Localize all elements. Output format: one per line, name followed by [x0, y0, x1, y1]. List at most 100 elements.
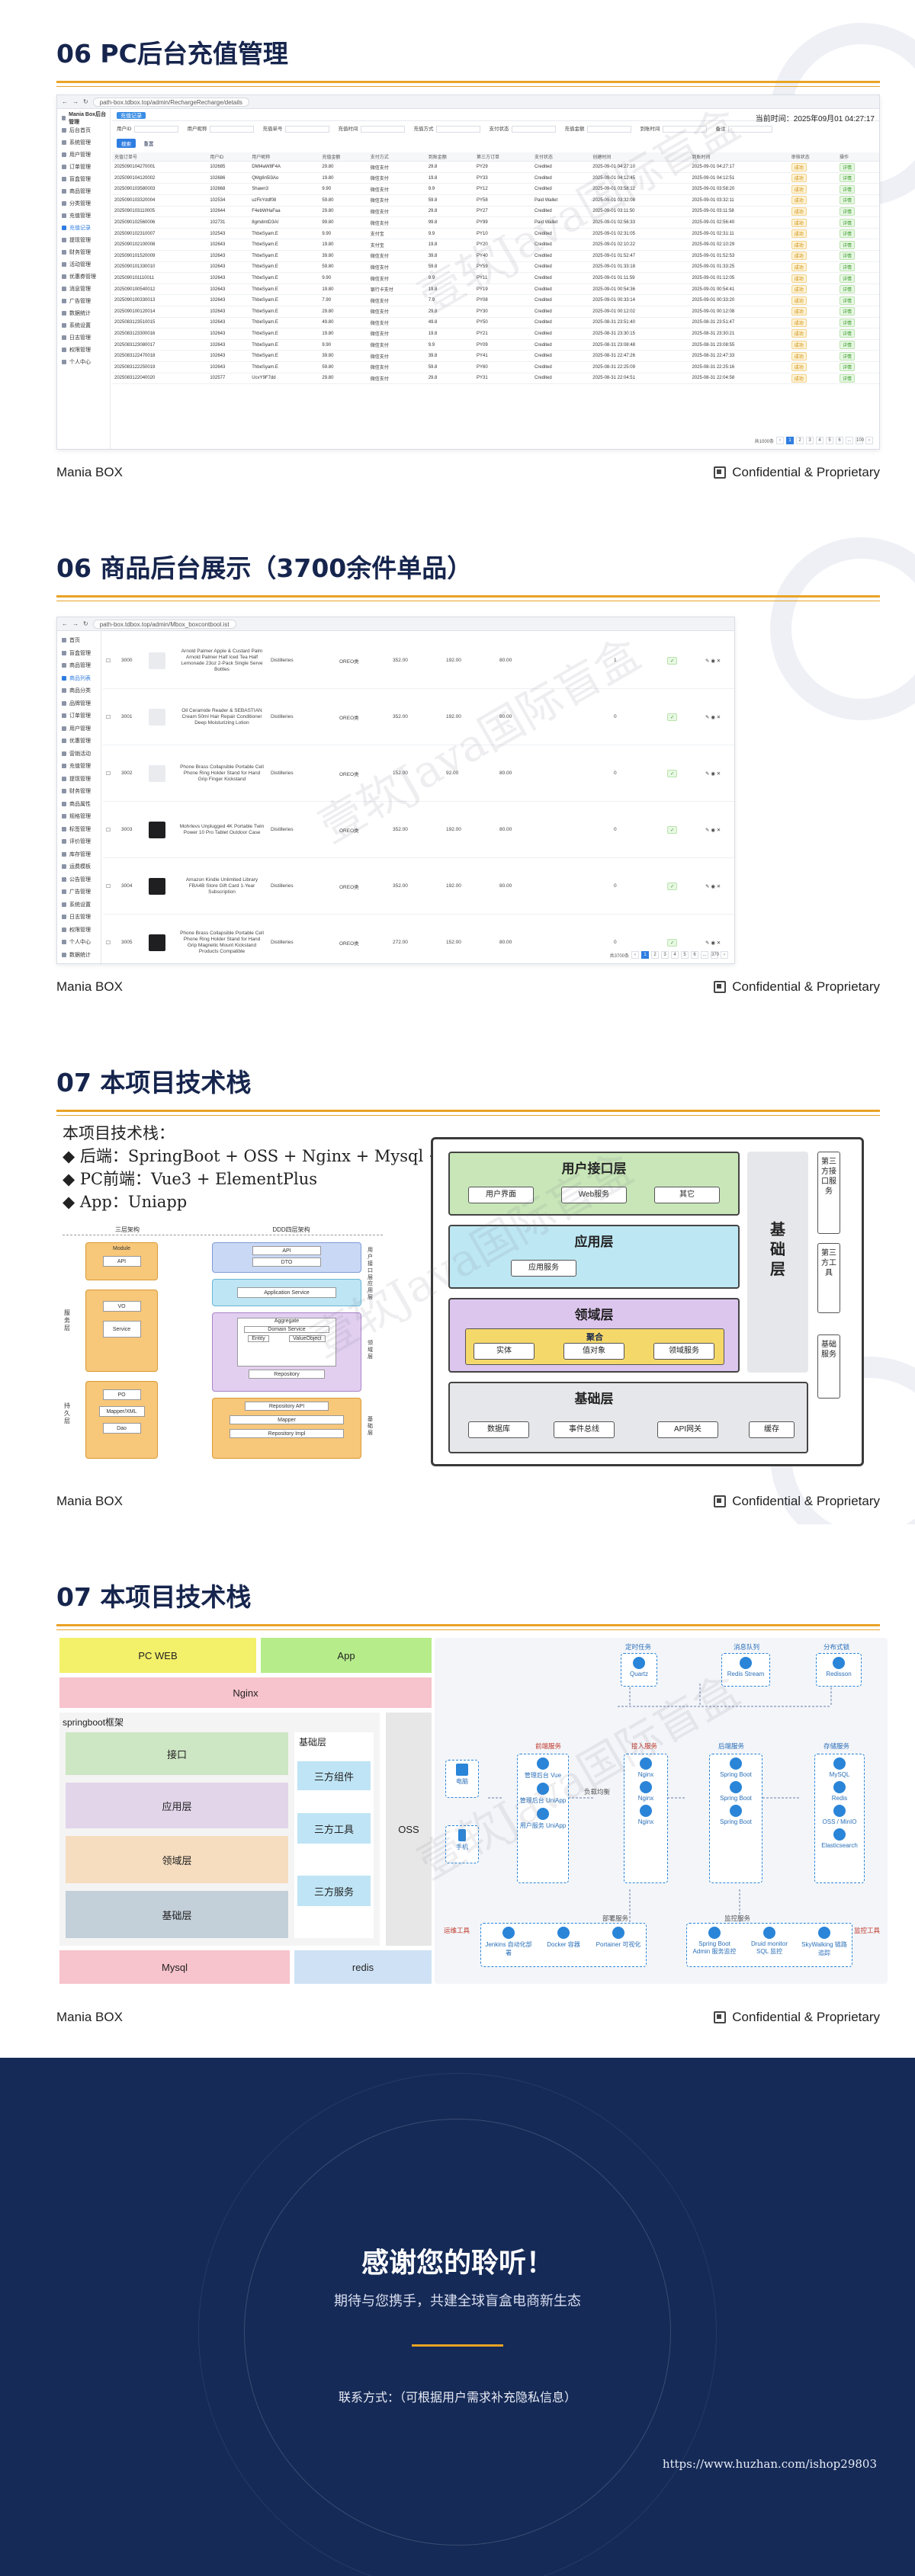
filter-input[interactable]	[727, 125, 772, 133]
filter-input[interactable]	[586, 125, 631, 133]
sidebar-item[interactable]: 后台首页	[57, 124, 110, 136]
forward-icon[interactable]: →	[72, 98, 79, 105]
row-checkbox[interactable]: ☐	[103, 883, 118, 889]
detail-link[interactable]: 详情	[840, 274, 856, 283]
filter-input[interactable]	[662, 125, 707, 133]
sidebar-item[interactable]: 订单管理	[57, 710, 101, 722]
detail-link[interactable]: 详情	[840, 240, 856, 249]
checkbox-icon[interactable]: ☐	[106, 883, 111, 889]
page-number[interactable]: 3	[806, 437, 814, 444]
sidebar-item[interactable]: 商品分类	[57, 684, 101, 697]
table-cell[interactable]: 详情	[837, 272, 879, 284]
view-icon[interactable]: ◉	[711, 658, 717, 664]
edit-icon[interactable]: ✎	[705, 827, 711, 833]
detail-link[interactable]: 详情	[840, 373, 856, 383]
sidebar-item[interactable]: 分类管理	[57, 197, 110, 210]
page-number[interactable]: 5	[681, 951, 689, 959]
sidebar-item[interactable]: 提现管理	[57, 234, 110, 246]
detail-link[interactable]: 详情	[840, 252, 856, 261]
sidebar-item[interactable]: 财务管理	[57, 785, 101, 798]
sidebar-item[interactable]: 商品列表	[57, 672, 101, 685]
sidebar-item[interactable]: 库存管理	[57, 848, 101, 861]
sidebar-item[interactable]: 日志管理	[57, 332, 110, 344]
edit-icon[interactable]: ✎	[705, 883, 711, 889]
table-cell[interactable]: 详情	[837, 250, 879, 262]
sidebar-item[interactable]: 系统设置	[57, 319, 110, 332]
shop-url[interactable]: https://www.huzhan.com/ishop29803	[662, 2457, 877, 2471]
edit-icon[interactable]: ✎	[705, 714, 711, 720]
url-field[interactable]: path-box.tdbox.top/admin/Mbox_boxcontboo…	[92, 619, 236, 629]
sidebar-item[interactable]: 优惠管理	[57, 735, 101, 748]
row-checkbox[interactable]: ☐	[103, 827, 118, 833]
table-cell[interactable]: 详情	[837, 339, 879, 351]
page-number[interactable]: 4	[816, 437, 824, 444]
table-cell[interactable]: 详情	[837, 194, 879, 207]
page-number[interactable]: 2	[796, 437, 804, 444]
table-cell[interactable]: 详情	[837, 350, 879, 362]
detail-link[interactable]: 详情	[840, 351, 856, 360]
sidebar-item[interactable]: 充值管理	[57, 210, 110, 222]
sidebar-item[interactable]: 系统设置	[57, 899, 101, 912]
page-number[interactable]: ...	[846, 437, 853, 444]
table-cell[interactable]: 详情	[837, 373, 879, 385]
detail-link[interactable]: 详情	[840, 218, 856, 227]
sidebar-item[interactable]: 盲盒管理	[57, 647, 101, 660]
reload-icon[interactable]: ↻	[83, 620, 88, 627]
prev-page-icon[interactable]: ‹	[631, 951, 639, 959]
page-number[interactable]: 100	[856, 437, 865, 444]
sidebar-item[interactable]: 盲盒管理	[57, 173, 110, 185]
filter-input[interactable]	[511, 125, 556, 133]
table-cell[interactable]: 详情	[837, 183, 879, 196]
sidebar-item[interactable]: 商品管理	[57, 185, 110, 197]
prev-page-icon[interactable]: ‹	[776, 437, 784, 444]
detail-link[interactable]: 详情	[840, 162, 856, 171]
sidebar-item[interactable]: 标签管理	[57, 823, 101, 836]
sidebar-item[interactable]: 广告管理	[57, 886, 101, 899]
sidebar-item[interactable]: 广告管理	[57, 295, 110, 307]
detail-link[interactable]: 详情	[840, 174, 856, 183]
table-cell[interactable]: 详情	[837, 172, 879, 184]
table-cell[interactable]: 详情	[837, 216, 879, 229]
sidebar-item[interactable]: 充值记录	[57, 222, 110, 234]
sidebar-item[interactable]: 优惠券管理	[57, 271, 110, 283]
detail-link[interactable]: 详情	[840, 262, 856, 271]
back-icon[interactable]: ←	[62, 620, 68, 627]
table-cell[interactable]: 详情	[837, 294, 879, 306]
sidebar-item[interactable]: 商品属性	[57, 798, 101, 811]
sidebar-item[interactable]: 用户管理	[57, 722, 101, 735]
page-number[interactable]: 5	[826, 437, 833, 444]
search-button[interactable]: 搜索	[117, 138, 136, 148]
edit-icon[interactable]: ✎	[705, 658, 711, 664]
detail-link[interactable]: 详情	[840, 285, 856, 294]
delete-icon[interactable]: ✕	[716, 771, 721, 777]
sidebar-item[interactable]: 系统管理	[57, 136, 110, 149]
sidebar-item[interactable]: 运费模板	[57, 860, 101, 873]
detail-link[interactable]: 详情	[840, 341, 856, 350]
page-number[interactable]: 6	[836, 437, 843, 444]
delete-icon[interactable]: ✕	[716, 883, 721, 889]
detail-link[interactable]: 详情	[840, 196, 856, 205]
delete-icon[interactable]: ✕	[716, 940, 721, 946]
sidebar-item[interactable]: 数据统计	[57, 307, 110, 319]
view-icon[interactable]: ◉	[711, 714, 717, 720]
page-number[interactable]: 2	[651, 951, 659, 959]
sidebar-item[interactable]: 财务管理	[57, 246, 110, 258]
table-cell[interactable]: 详情	[837, 206, 879, 218]
filter-input[interactable]	[284, 125, 329, 133]
row-checkbox[interactable]: ☐	[103, 940, 118, 946]
row-checkbox[interactable]: ☐	[103, 658, 118, 664]
edit-icon[interactable]: ✎	[705, 940, 711, 946]
sidebar-item[interactable]: 订单管理	[57, 161, 110, 173]
page-number[interactable]: ...	[701, 951, 708, 959]
forward-icon[interactable]: →	[72, 620, 79, 627]
sidebar-item[interactable]: 权限管理	[57, 924, 101, 937]
page-number[interactable]: 3	[661, 951, 669, 959]
delete-icon[interactable]: ✕	[716, 714, 721, 720]
view-icon[interactable]: ◉	[711, 940, 717, 946]
delete-icon[interactable]: ✕	[716, 827, 721, 833]
sidebar-item[interactable]: 营销活动	[57, 748, 101, 761]
table-cell[interactable]: 详情	[837, 161, 879, 173]
sidebar-item[interactable]: 评价管理	[57, 835, 101, 848]
sidebar-item[interactable]: 规格管理	[57, 810, 101, 823]
table-cell[interactable]: 详情	[837, 284, 879, 296]
